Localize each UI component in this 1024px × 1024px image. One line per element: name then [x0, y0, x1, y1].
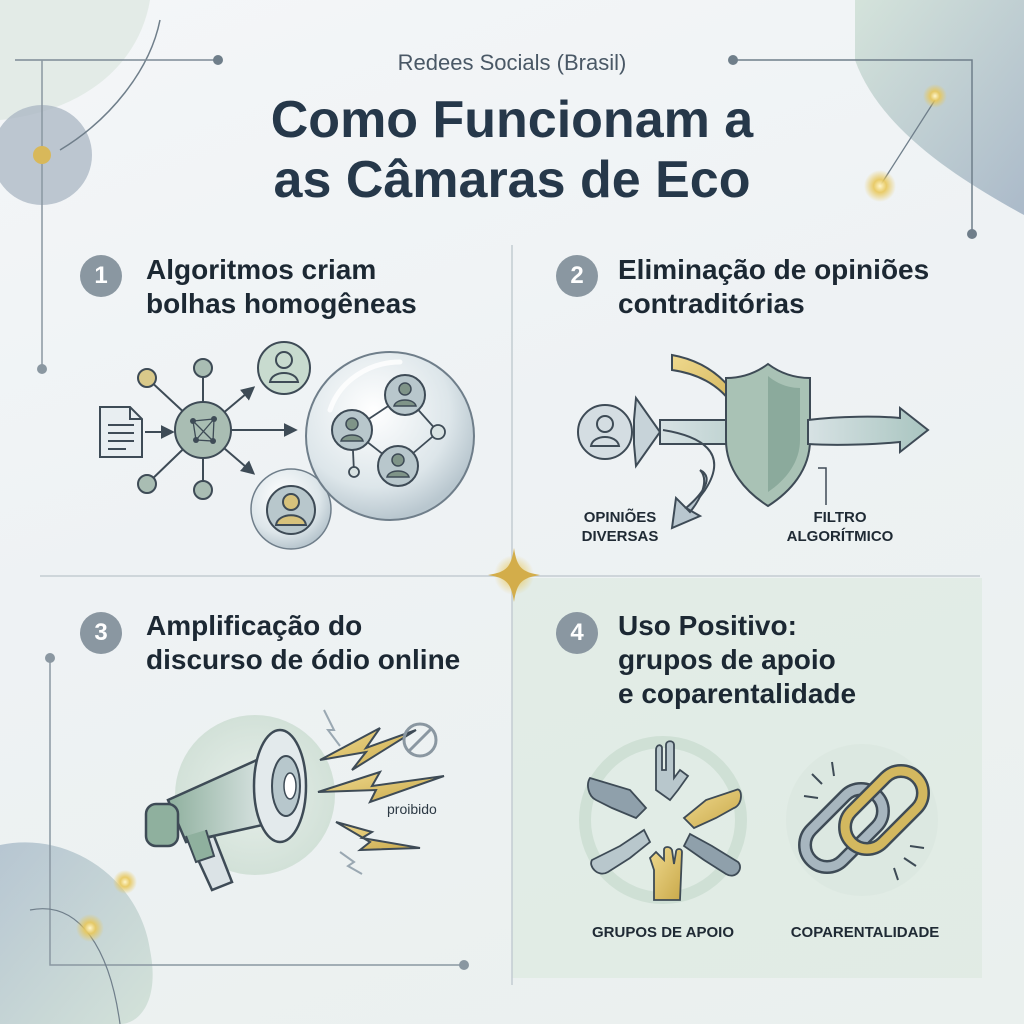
label-opinioes-diversas: OPINIÕES DIVERSAS: [555, 508, 685, 546]
person-icon: [257, 341, 311, 395]
section-4-heading-line-1: Uso Positivo:: [618, 610, 797, 641]
section-1-number: 1: [80, 255, 122, 297]
label-proibido: proibido: [387, 801, 437, 817]
section-3-heading-line-1: Amplificação do: [146, 610, 363, 641]
label-opinioes-line-2: DIVERSAS: [581, 528, 659, 545]
section-1-heading: Algoritmos criam bolhas homogêneas: [146, 253, 417, 321]
section-2-heading-line-1: Eliminação de opiniões: [618, 254, 930, 285]
label-opinioes-line-1: OPINIÕES: [583, 509, 657, 526]
person-icon: [384, 374, 426, 416]
page-title-line-1: Como Funcionam a: [270, 91, 754, 149]
section-1-heading-line-2: bolhas homogêneas: [146, 288, 417, 319]
bubble-icon: [305, 351, 475, 521]
label-filtro-line-2: ALGORÍTMICO: [786, 528, 894, 545]
person-icon: [577, 404, 633, 460]
label-grupos-de-apoio: GRUPOS DE APOIO: [592, 924, 734, 941]
person-icon: [250, 468, 332, 550]
section-2-heading-line-2: contraditórias: [618, 288, 805, 319]
section-3-heading-line-2: discurso de ódio online: [146, 644, 461, 675]
section-4-heading-line-3: e coparentalidade: [618, 678, 857, 709]
megaphone-icon: [144, 728, 308, 892]
section-4-heading: Uso Positivo: grupos de apoio e coparent…: [618, 609, 856, 711]
network-hub-icon: [137, 358, 298, 500]
prohibited-icon: [402, 722, 438, 758]
person-icon: [377, 445, 419, 487]
section-4-number: 4: [556, 612, 598, 654]
section-4-heading-line-2: grupos de apoio: [618, 644, 836, 675]
section-2-heading: Eliminação de opiniões contraditórias: [618, 253, 929, 321]
person-icon: [331, 409, 373, 451]
sparkle-icon: [488, 548, 540, 602]
label-filtro-algoritmico: FILTRO ALGORÍTMICO: [765, 508, 915, 546]
lightning-icon: [317, 709, 445, 875]
arrow-icon: [807, 405, 930, 455]
chain-link-icon: [786, 744, 938, 896]
hands-circle-icon: [579, 736, 747, 904]
arrow-icon: [633, 395, 662, 469]
label-coparentalidade: COPARENTALIDADE: [790, 924, 940, 941]
document-icon: [99, 406, 143, 458]
arrow-icon: [670, 469, 708, 530]
page-title-line-2: as Câmaras de Eco: [273, 151, 751, 209]
subtitle: Redees Socials (Brasil): [397, 50, 627, 75]
label-filtro-line-1: FILTRO: [813, 509, 867, 526]
section-3-number: 3: [80, 612, 122, 654]
section-2-number: 2: [556, 255, 598, 297]
section-1-heading-line-1: Algoritmos criam: [146, 254, 377, 285]
section-3-heading: Amplificação do discurso de ódio online: [146, 609, 460, 677]
shield-icon: [725, 362, 811, 508]
